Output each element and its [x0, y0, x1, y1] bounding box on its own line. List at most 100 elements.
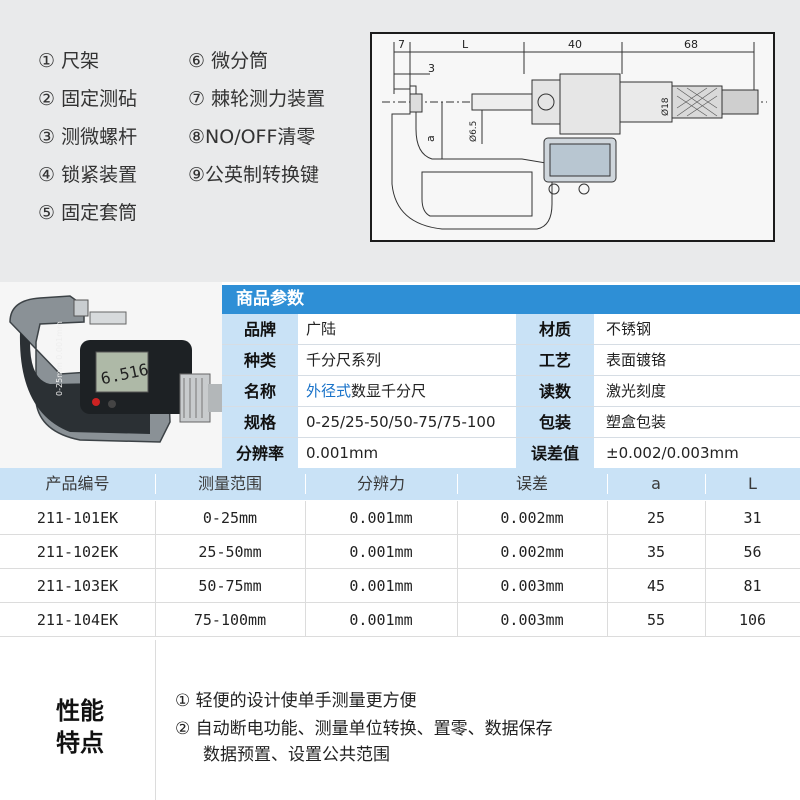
spec-row: 分辨率 0.001mm 误差值 ±0.002/0.003mm — [222, 438, 800, 469]
cell-error: 0.003mm — [500, 577, 564, 595]
column-header: a — [651, 474, 661, 493]
cell-divider — [305, 535, 306, 569]
dim-label: Ø6.5 — [468, 121, 479, 142]
cell-model: 211-102EK — [36, 543, 119, 561]
micrometer-photo: 6.516 0-25mm 0.001mm — [9, 295, 222, 443]
column-separator — [705, 474, 706, 494]
part-item: ② 固定测砧 — [38, 88, 138, 110]
row-divider — [0, 636, 800, 637]
feature-item: ② 自动断电功能、测量单位转换、置零、数据保存 — [175, 719, 553, 739]
dim-label: L — [462, 38, 469, 51]
section-divider — [155, 640, 156, 800]
spec-key: 材质 — [516, 314, 594, 345]
cell-range: 50-75mm — [198, 577, 262, 595]
cell-divider — [305, 501, 306, 535]
spec-value: 0.001mm — [306, 444, 379, 462]
feature-item: 数据预置、设置公共范围 — [203, 745, 390, 765]
dim-label: 40 — [568, 38, 582, 51]
part-item: ⑨公英制转换键 — [188, 164, 320, 186]
column-separator — [607, 474, 608, 494]
cell-range: 25-50mm — [198, 543, 262, 561]
spec-key: 工艺 — [516, 345, 594, 376]
cell-error: 0.002mm — [500, 509, 564, 527]
table-row: 211-102EK 25-50mm 0.001mm 0.002mm 35 56 — [0, 535, 800, 569]
features-title: 性能 特点 — [50, 695, 110, 759]
part-item: ⑤ 固定套筒 — [38, 202, 138, 224]
features-title-line: 性能 — [56, 697, 104, 725]
cell-a: 55 — [646, 611, 666, 629]
cell-a: 35 — [646, 543, 666, 561]
micrometer-drawing: 7 L 40 68 3 a Ø6.5 Ø18 — [382, 38, 767, 230]
spec-value-rest: 数显千分尺 — [351, 382, 427, 400]
spec-value: 广陆 — [306, 320, 337, 338]
cell-l: 106 — [738, 611, 767, 629]
column-header: 误差 — [515, 474, 548, 493]
parts-list-right: ⑥ 微分筒 ⑦ 棘轮测力装置 ⑧NO/OFF清零 ⑨公英制转换键 — [188, 42, 325, 194]
table-row: 211-103EK 50-75mm 0.001mm 0.003mm 45 81 — [0, 569, 800, 603]
technical-drawing: 7 L 40 68 3 a Ø6.5 Ø18 — [370, 32, 775, 242]
cell-divider — [607, 603, 608, 637]
cell-divider — [155, 501, 156, 535]
spec-value: ±0.002/0.003mm — [606, 444, 739, 462]
row-divider — [0, 534, 800, 535]
product-photo: 6.516 0-25mm 0.001mm — [0, 282, 222, 468]
spec-key: 种类 — [222, 345, 298, 376]
cell-l: 56 — [743, 543, 762, 561]
column-separator — [305, 474, 306, 494]
cell-resolution: 0.001mm — [349, 543, 413, 561]
cell-range: 75-100mm — [193, 611, 267, 629]
cell-divider — [155, 569, 156, 603]
cell-model: 211-103EK — [36, 577, 119, 595]
cell-model: 211-104EK — [36, 611, 119, 629]
cell-divider — [607, 535, 608, 569]
cell-divider — [457, 603, 458, 637]
row-divider — [222, 375, 800, 376]
spec-row: 名称 外径式数显千分尺 读数 激光刻度 — [222, 376, 800, 407]
parts-section: ① 尺架 ② 固定测砧 ③ 测微螺杆 ④ 锁紧装置 ⑤ 固定套筒 ⑥ 微分筒 ⑦… — [0, 0, 800, 282]
spec-value-highlight: 外径式 — [306, 382, 352, 400]
cell-l: 31 — [743, 509, 762, 527]
cell-l: 81 — [743, 577, 762, 595]
spec-header: 商品参数 — [222, 285, 800, 314]
features-title-line: 特点 — [56, 729, 104, 757]
dim-label: 7 — [398, 38, 405, 51]
row-divider — [0, 602, 800, 603]
cell-a: 45 — [646, 577, 666, 595]
dim-label: 68 — [684, 38, 698, 51]
cell-divider — [155, 603, 156, 637]
spec-key: 品牌 — [222, 314, 298, 345]
part-item: ④ 锁紧装置 — [38, 164, 138, 186]
spec-value: 不锈钢 — [606, 320, 652, 338]
cell-divider — [705, 569, 706, 603]
column-header: 产品编号 — [45, 474, 110, 493]
column-separator — [155, 474, 156, 494]
dim-label: Ø18 — [660, 97, 671, 116]
parts-list-left: ① 尺架 ② 固定测砧 ③ 测微螺杆 ④ 锁紧装置 ⑤ 固定套筒 — [38, 42, 137, 232]
cell-model: 211-101EK — [36, 509, 119, 527]
cell-divider — [305, 603, 306, 637]
spec-key: 规格 — [222, 407, 298, 438]
cell-divider — [305, 569, 306, 603]
part-item: ⑦ 棘轮测力装置 — [188, 88, 326, 110]
column-header: L — [748, 474, 757, 493]
row-divider — [222, 406, 800, 407]
cell-divider — [705, 501, 706, 535]
column-header: 分辨力 — [356, 474, 405, 493]
cell-divider — [457, 569, 458, 603]
feature-item: ① 轻便的设计使单手测量更方便 — [175, 691, 417, 711]
spec-key: 读数 — [516, 376, 594, 407]
cell-divider — [155, 535, 156, 569]
features-section: 性能 特点 ① 轻便的设计使单手测量更方便 ② 自动断电功能、测量单位转换、置零… — [0, 640, 800, 800]
spec-value: 表面镀铬 — [606, 351, 667, 369]
spec-value: 塑盒包装 — [606, 413, 667, 431]
cell-error: 0.003mm — [500, 611, 564, 629]
product-table-header: 产品编号 测量范围 分辨力 误差 a L — [0, 468, 800, 500]
table-row: 211-104EK 75-100mm 0.001mm 0.003mm 55 10… — [0, 603, 800, 637]
spec-row: 规格 0-25/25-50/50-75/75-100 包装 塑盒包装 — [222, 407, 800, 438]
spec-key: 误差值 — [516, 438, 594, 469]
part-item: ⑥ 微分筒 — [188, 50, 269, 72]
table-row: 211-101EK 0-25mm 0.001mm 0.002mm 25 31 — [0, 501, 800, 535]
cell-divider — [705, 535, 706, 569]
cell-range: 0-25mm — [202, 509, 258, 527]
cell-resolution: 0.001mm — [349, 611, 413, 629]
